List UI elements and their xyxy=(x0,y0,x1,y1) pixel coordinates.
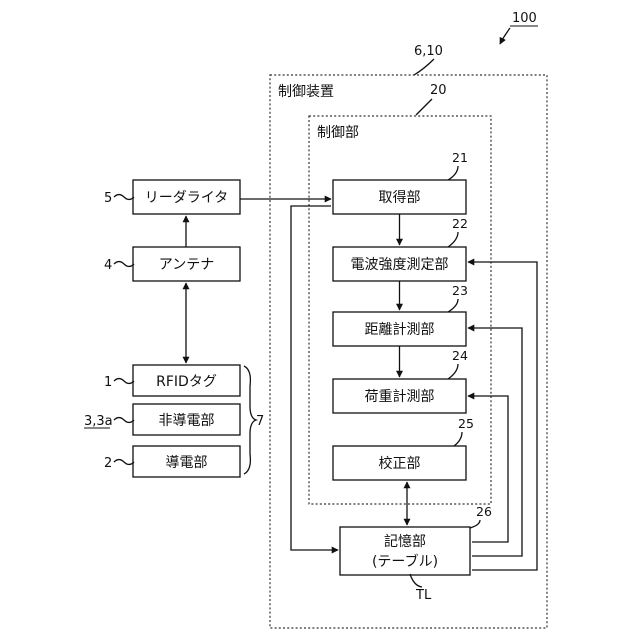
group-brace: 7 xyxy=(244,366,264,474)
table-leader xyxy=(410,574,422,587)
conductive-ref: 2 xyxy=(104,456,112,471)
figure-ref-arrow xyxy=(500,28,510,44)
conductive-leader xyxy=(114,460,134,465)
block-storage: 記憶部 (テーブル) 26 TL xyxy=(340,504,492,603)
field-strength-ref: 22 xyxy=(452,216,468,231)
block-load: 荷重計測部 24 xyxy=(333,348,468,413)
calibration-leader xyxy=(454,432,462,446)
load-label: 荷重計測部 xyxy=(365,389,435,405)
table-ref: TL xyxy=(415,588,432,603)
load-ref: 24 xyxy=(452,348,468,363)
rfid-tag-label: RFIDタグ xyxy=(156,374,217,390)
antenna-ref: 4 xyxy=(104,258,112,273)
storage-to-distance-path xyxy=(468,328,522,556)
rfid-tag-ref: 1 xyxy=(104,375,112,390)
group-brace-shape xyxy=(244,366,256,474)
controller-label: 制御装置 xyxy=(278,84,334,100)
figure-ref: 100 xyxy=(500,11,538,44)
field-strength-label: 電波強度測定部 xyxy=(351,257,449,273)
calibration-ref: 25 xyxy=(458,416,474,431)
storage-leader xyxy=(470,520,480,528)
block-field-strength: 電波強度測定部 22 xyxy=(333,216,468,281)
load-leader xyxy=(448,364,458,379)
field-strength-leader xyxy=(448,232,458,247)
conductive-label: 導電部 xyxy=(166,455,208,471)
storage-ref: 26 xyxy=(476,504,492,519)
calibration-label: 校正部 xyxy=(379,455,421,472)
non-conductive-leader xyxy=(114,418,134,423)
antenna-leader xyxy=(114,262,134,267)
reader-writer-leader xyxy=(114,195,134,200)
device-conductive: 導電部 2 xyxy=(104,446,240,477)
figure-ref-number: 100 xyxy=(512,11,537,26)
distance-label: 距離計測部 xyxy=(365,321,435,338)
controller-leader xyxy=(414,59,434,75)
reader-writer-label: リーダライタ xyxy=(145,190,228,206)
acquisition-ref: 21 xyxy=(452,150,468,165)
control-unit-ref: 20 xyxy=(430,83,447,98)
non-conductive-ref: 3,3a xyxy=(84,414,113,429)
acquisition-leader xyxy=(448,166,458,180)
group-ref: 7 xyxy=(256,414,264,429)
storage-label: 記憶部 xyxy=(384,533,426,550)
block-distance: 距離計測部 23 xyxy=(333,283,468,346)
non-conductive-label: 非導電部 xyxy=(159,413,215,429)
storage-to-load-path xyxy=(468,396,508,542)
control-unit-leader xyxy=(416,99,432,115)
reader-writer-ref: 5 xyxy=(104,191,112,206)
control-unit-label: 制御部 xyxy=(317,125,359,141)
controller-ref: 6,10 xyxy=(414,44,443,59)
device-reader-writer: リーダライタ 5 xyxy=(104,180,240,214)
device-rfid-tag: RFIDタグ 1 xyxy=(104,365,240,396)
block-calibration: 校正部 25 xyxy=(333,416,474,480)
acquisition-label: 取得部 xyxy=(379,189,421,206)
rfid-tag-leader xyxy=(114,379,134,384)
device-antenna: アンテナ 4 xyxy=(104,247,240,281)
block-acquisition: 取得部 21 xyxy=(333,150,468,214)
distance-ref: 23 xyxy=(452,283,468,298)
distance-leader xyxy=(448,299,458,312)
antenna-label: アンテナ xyxy=(159,257,214,273)
acquisition-to-storage-path xyxy=(291,206,338,550)
device-non-conductive: 非導電部 3,3a xyxy=(84,404,240,435)
storage-sublabel: (テーブル) xyxy=(372,553,438,570)
